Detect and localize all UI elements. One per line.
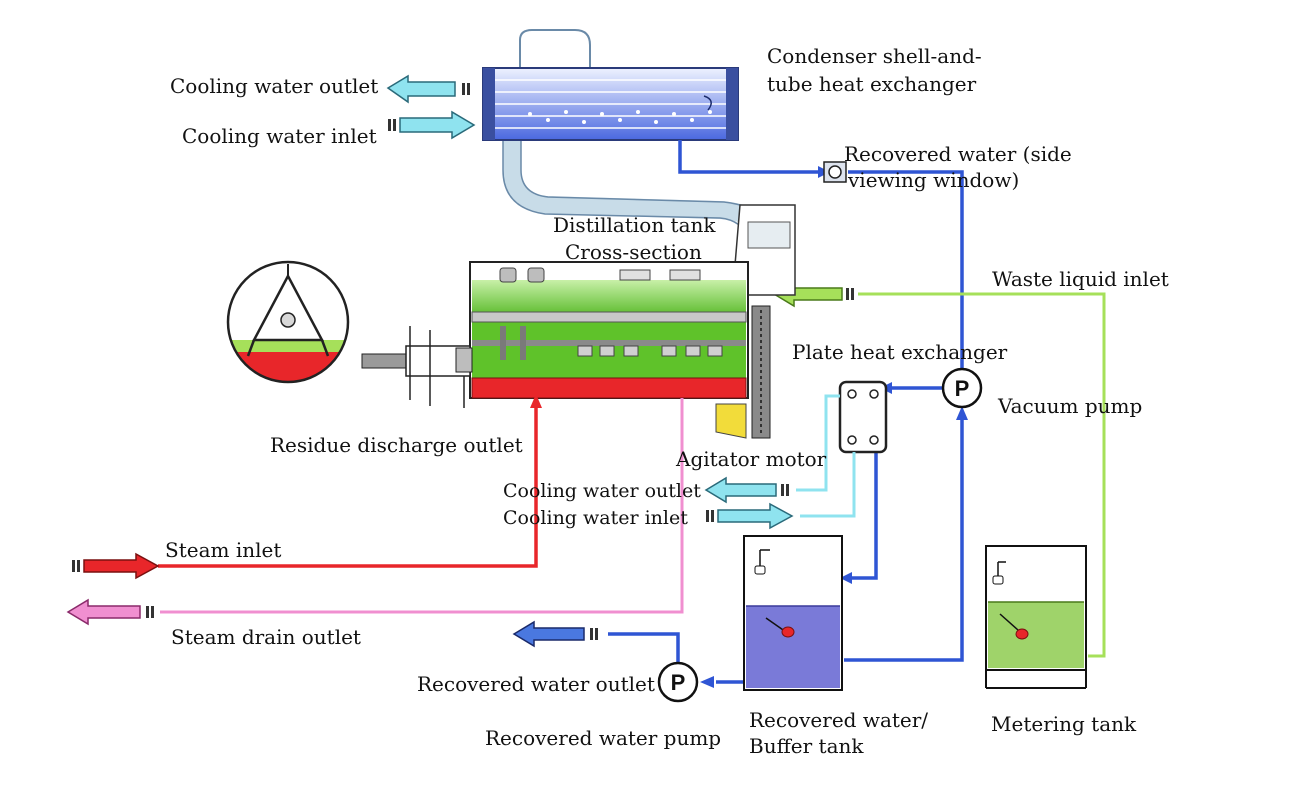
residue-discharge-mechanism	[361, 326, 473, 408]
steam-inlet-arrow	[72, 552, 160, 580]
label-vacuum-pump: Vacuum pump	[998, 394, 1143, 418]
vacuum-pump-symbol: P	[955, 376, 970, 401]
recovered-water-pump: P	[657, 661, 699, 703]
steam-drain-line	[160, 398, 684, 614]
steam-drain-outlet-arrow	[66, 598, 154, 626]
cooling-water-inlet-mid-arrow	[706, 502, 794, 530]
label-recovered-water-outlet: Recovered water outlet	[417, 672, 655, 696]
plate-heat-exchanger	[838, 380, 888, 454]
label-cooling-water-inlet-top: Cooling water inlet	[182, 124, 377, 148]
vacuum-pump: P	[941, 367, 983, 409]
cooling-water-inlet-top-arrow	[388, 110, 476, 140]
label-distillation-line1: Distillation tank	[553, 213, 716, 237]
recovered-water-outlet-arrow	[512, 620, 598, 648]
label-buffer-tank-line2: Buffer tank	[749, 734, 864, 758]
recovered-water-pump-symbol: P	[671, 670, 686, 695]
side-viewing-window	[823, 161, 847, 183]
label-metering-tank: Metering tank	[991, 712, 1137, 736]
waste-liquid-line	[858, 292, 1106, 658]
label-condenser-line1: Condenser shell-and-	[767, 44, 982, 68]
condenser-heat-exchanger	[482, 67, 739, 141]
label-cooling-water-inlet-mid: Cooling water inlet	[503, 507, 688, 529]
cooling-water-line-mid-in	[800, 452, 856, 518]
metering-tank	[985, 545, 1087, 689]
label-plate-heat-exchanger: Plate heat exchanger	[792, 340, 1008, 364]
label-residue-discharge-outlet: Residue discharge outlet	[270, 433, 523, 457]
buffer-tank	[743, 535, 843, 691]
distillation-tank	[469, 204, 796, 439]
cooling-water-outlet-top-arrow	[386, 74, 470, 104]
label-distillation-line2: Cross-section	[565, 240, 702, 264]
label-condenser-line2: tube heat exchanger	[767, 72, 977, 96]
label-recovered-water-pump: Recovered water pump	[485, 726, 722, 750]
label-cooling-water-outlet-top: Cooling water outlet	[170, 74, 379, 98]
recovered-water-line-condenser	[678, 140, 820, 174]
vapor-duct	[519, 29, 591, 75]
label-waste-liquid-inlet: Waste liquid inlet	[992, 267, 1169, 291]
label-steam-inlet: Steam inlet	[165, 538, 282, 562]
label-recovered-water-window-line2: viewing window)	[848, 168, 1020, 192]
steam-line	[158, 404, 538, 568]
label-agitator-motor: Agitator motor	[676, 447, 827, 471]
cooling-water-outlet-mid-arrow	[704, 476, 789, 504]
label-recovered-water-window-line1: Recovered water (side	[844, 142, 1072, 166]
label-cooling-water-outlet-mid: Cooling water outlet	[503, 480, 701, 502]
label-buffer-tank-line1: Recovered water/	[749, 708, 929, 732]
cooling-water-line-mid-out	[796, 394, 840, 492]
agitator-motor	[715, 403, 747, 439]
tank-cross-section	[226, 260, 350, 384]
label-steam-drain-outlet: Steam drain outlet	[171, 625, 361, 649]
